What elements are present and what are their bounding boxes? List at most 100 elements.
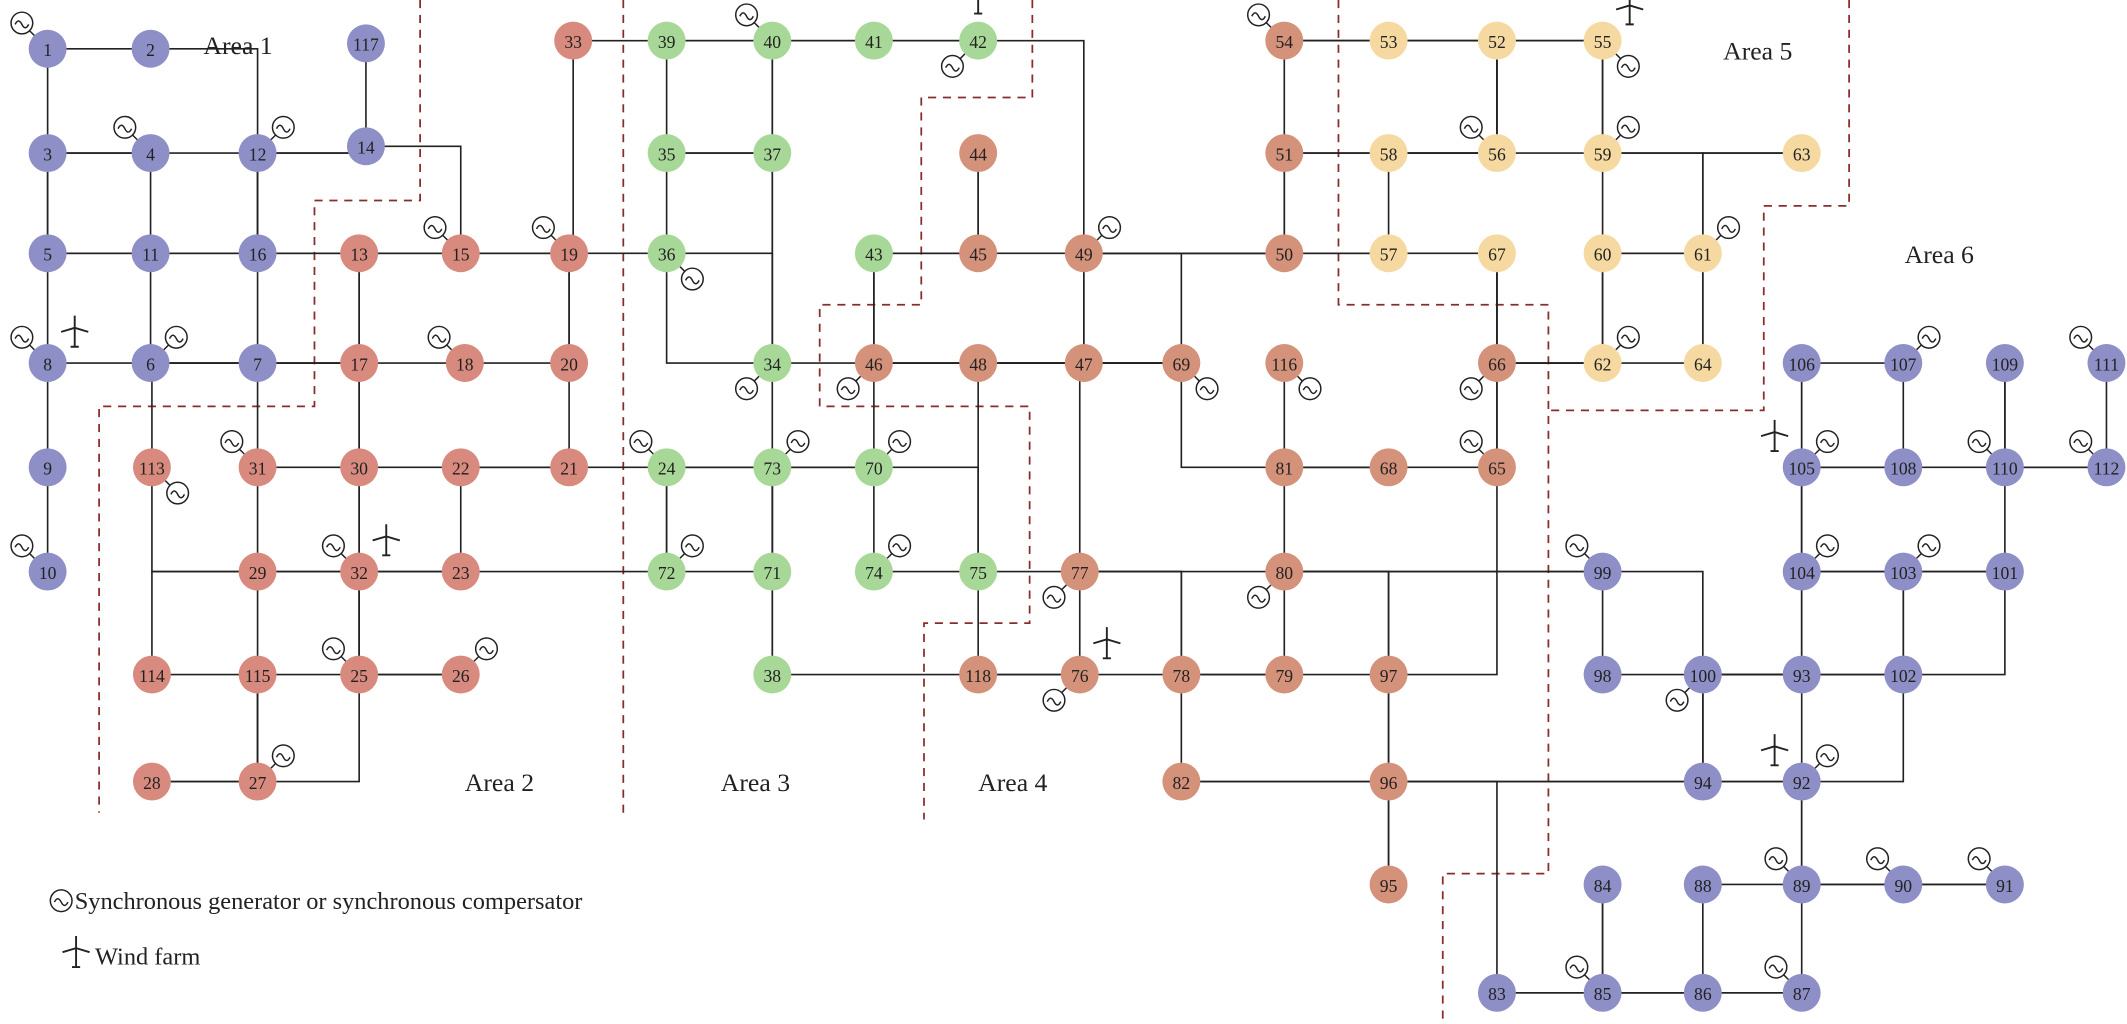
bus-7: 7 xyxy=(238,344,277,382)
bus-number: 99 xyxy=(1594,563,1612,583)
generator-icon xyxy=(888,429,912,454)
bus-101: 101 xyxy=(1985,552,2024,591)
generator-icon xyxy=(1616,54,1640,78)
bus-number: 74 xyxy=(865,563,883,583)
bus-number: 102 xyxy=(1890,666,1916,686)
line-23-25 xyxy=(358,570,461,675)
bus-number: 10 xyxy=(39,563,57,583)
legend-generator-label: Synchronous generator or synchronous com… xyxy=(75,888,583,915)
area-label-4: Area 4 xyxy=(978,768,1047,797)
legend-wind-label: Wind farm xyxy=(95,943,200,970)
line-18-19 xyxy=(464,253,570,364)
bus-77: 77 xyxy=(1060,552,1099,591)
bus-25: 25 xyxy=(340,655,379,694)
generator-icon xyxy=(1459,377,1483,401)
bus-33: 33 xyxy=(554,21,593,60)
line-82-83 xyxy=(1181,780,1498,993)
bus-number: 51 xyxy=(1275,144,1293,164)
line-99-100 xyxy=(1602,570,1704,675)
bus-99: 99 xyxy=(1583,552,1622,591)
bus-number: 64 xyxy=(1694,354,1712,374)
bus-31: 31 xyxy=(238,448,277,487)
bus-number: 75 xyxy=(969,563,987,583)
bus-number: 90 xyxy=(1894,876,1912,896)
bus-number: 67 xyxy=(1488,245,1506,265)
bus-number: 65 xyxy=(1488,459,1506,479)
line-42-49 xyxy=(978,39,1085,254)
generator-icon xyxy=(1246,585,1271,609)
bus-number: 106 xyxy=(1789,354,1816,374)
line-16-17 xyxy=(257,252,360,364)
bus-number: 4 xyxy=(146,144,155,164)
bus-number: 59 xyxy=(1594,144,1612,164)
bus-number: 53 xyxy=(1380,32,1398,52)
generator-icon xyxy=(1042,688,1066,712)
line-54-59 xyxy=(1284,39,1604,154)
line-17-31 xyxy=(256,362,360,468)
bus-76: 76 xyxy=(1060,655,1099,694)
bus-17: 17 xyxy=(340,344,379,382)
bus-number: 39 xyxy=(658,32,676,52)
line-55-56 xyxy=(1496,39,1603,154)
bus-number: 97 xyxy=(1380,666,1398,686)
bus-number: 49 xyxy=(1075,245,1093,265)
bus-106: 106 xyxy=(1782,344,1821,382)
generator-icon xyxy=(49,889,73,913)
bus-73: 73 xyxy=(753,448,792,487)
bus-36: 36 xyxy=(647,234,686,273)
bus-4: 4 xyxy=(131,134,170,173)
bus-number: 41 xyxy=(865,32,883,52)
generator-icon xyxy=(680,267,704,291)
bus-102: 102 xyxy=(1884,655,1923,694)
bus-28: 28 xyxy=(132,762,171,801)
generator-icon xyxy=(2069,325,2093,349)
generator-icon xyxy=(734,377,759,401)
line-8-30 xyxy=(47,362,360,468)
bus-number: 100 xyxy=(1690,666,1717,686)
generator-icon xyxy=(10,11,34,35)
bus-40: 40 xyxy=(753,21,792,60)
bus-45: 45 xyxy=(959,234,998,273)
bus-95: 95 xyxy=(1369,865,1408,904)
bus-89: 89 xyxy=(1782,865,1821,904)
bus-19: 19 xyxy=(550,234,589,273)
bus-8: 8 xyxy=(28,344,67,382)
bus-number: 19 xyxy=(560,245,578,265)
bus-number: 13 xyxy=(350,245,368,265)
bus-114: 114 xyxy=(132,655,171,694)
bus-56: 56 xyxy=(1477,134,1516,173)
bus-number: 56 xyxy=(1488,144,1506,164)
bus-number: 103 xyxy=(1890,563,1917,583)
line-37-39 xyxy=(665,40,773,154)
bus-number: 40 xyxy=(763,32,781,52)
line-61-62 xyxy=(1601,252,1703,364)
bus-number: 81 xyxy=(1275,459,1293,479)
bus-2: 2 xyxy=(131,29,170,68)
line-48-49 xyxy=(978,253,1085,364)
generator-icon xyxy=(1298,377,1322,401)
bus-number: 63 xyxy=(1793,144,1811,164)
bus-90: 90 xyxy=(1884,865,1923,904)
bus-98: 98 xyxy=(1583,655,1622,694)
bus-75: 75 xyxy=(959,552,998,591)
bus-85: 85 xyxy=(1583,973,1622,1012)
generator-icon xyxy=(1042,585,1066,609)
line-27-32 xyxy=(257,571,360,783)
line-56-57 xyxy=(1387,152,1497,254)
bus-43: 43 xyxy=(854,234,893,273)
area-border xyxy=(1548,0,1850,412)
generator-icon xyxy=(1764,847,1788,871)
bus-number: 37 xyxy=(763,144,781,164)
bus-number: 118 xyxy=(965,666,991,686)
bus-number: 55 xyxy=(1594,32,1612,52)
generator-icon xyxy=(220,429,244,454)
line-69-70 xyxy=(873,362,1182,468)
line-32-114 xyxy=(151,570,360,675)
bus-22: 22 xyxy=(441,448,480,487)
bus-71: 71 xyxy=(753,552,792,591)
bus-79: 79 xyxy=(1265,655,1304,694)
area-label-2: Area 2 xyxy=(465,768,534,797)
bus-62: 62 xyxy=(1583,344,1622,382)
generator-icon xyxy=(1616,325,1640,349)
